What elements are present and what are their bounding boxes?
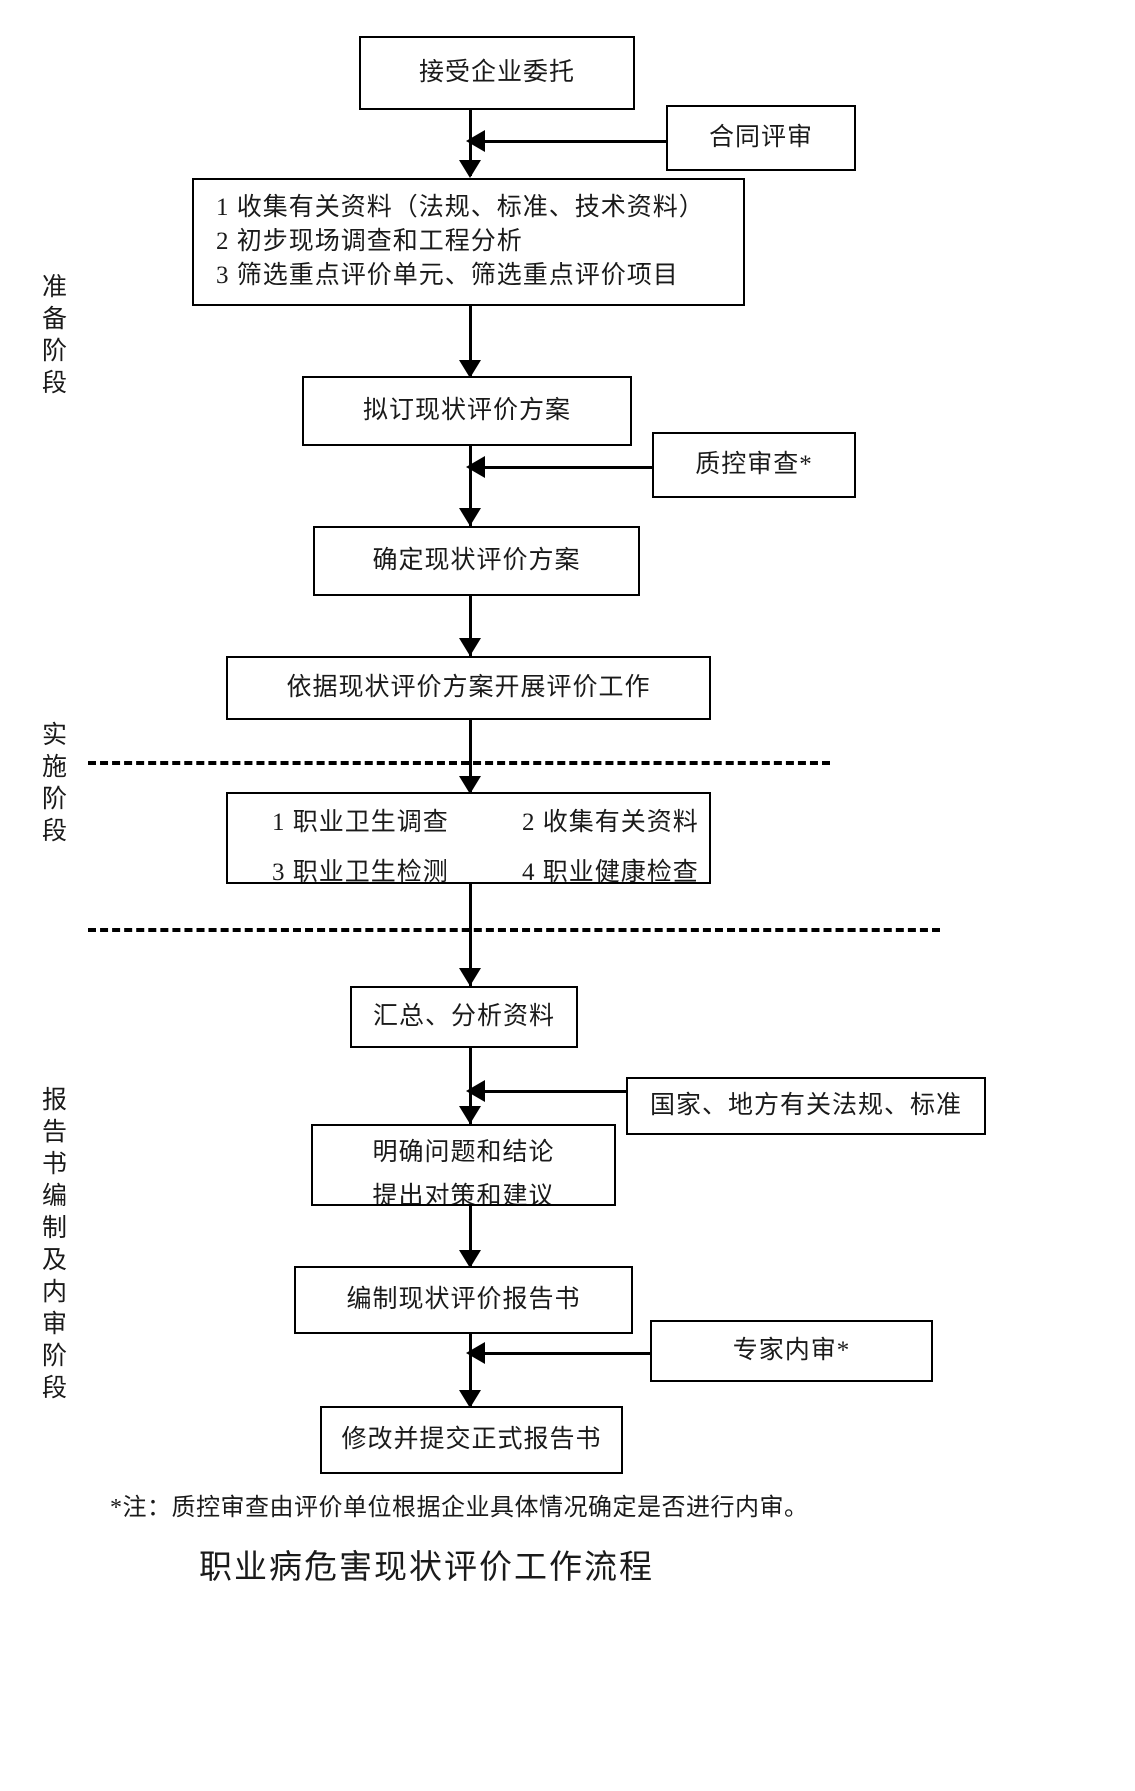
survey-block-row-2: 3 职业卫生检测 4 职业健康检查 [272,856,699,884]
node-draft-plan-label: 拟订现状评价方案 [362,397,571,425]
collect-materials-line-2: 2 初步现场调查和工程分析 [216,228,523,256]
connector-expert-review [471,1352,651,1355]
node-final-report[interactable]: 修改并提交正式报告书 [320,1406,623,1474]
arrow-carryout-to-survey [459,776,481,794]
connector-quality-review [471,466,653,469]
arrow-survey-to-summarize [459,968,481,986]
connector-confirm-to-carryout [469,596,472,656]
node-regulations-standards[interactable]: 国家、地方有关法规、标准 [626,1077,986,1135]
connector-compile-to-final [469,1334,472,1408]
footnote-text: *注：质控审查由评价单位根据企业具体情况确定是否进行内审。 [110,1495,809,1521]
node-confirm-plan[interactable]: 确定现状评价方案 [313,526,640,596]
node-conclusions-line-1: 明确问题和结论 [372,1139,555,1166]
node-contract-review-label: 合同评审 [708,124,813,152]
survey-item-1: 1 职业卫生调查 [272,809,449,836]
node-accept-commission[interactable]: 接受企业委托 [359,36,635,110]
arrow-collect-to-draft [459,360,481,378]
survey-item-3: 3 职业卫生检测 [272,858,449,884]
connector-carryout-to-survey [469,720,472,794]
arrow-contract-review [466,130,485,152]
node-carry-out-evaluation[interactable]: 依据现状评价方案开展评价工作 [226,656,711,720]
arrow-regulations [466,1080,485,1102]
node-compile-report-label: 编制现状评价报告书 [346,1286,581,1314]
stage-label-reporting: 报告书编制及内审阶段 [41,1087,68,1402]
node-summarize-analyze[interactable]: 汇总、分析资料 [350,986,578,1048]
node-carry-out-evaluation-label: 依据现状评价方案开展评价工作 [286,674,651,702]
stage-label-implementation: 实施阶段 [41,722,68,845]
connector-survey-to-summarize [469,884,472,986]
collect-materials-line-3: 3 筛选重点评价单元、筛选重点评价项目 [216,261,679,289]
connector-contract-review [471,140,667,143]
collect-materials-line-1: 1 收集有关资料（法规、标准、技术资料） [216,194,705,222]
node-expert-review[interactable]: 专家内审* [650,1320,933,1382]
node-compile-report[interactable]: 编制现状评价报告书 [294,1266,633,1334]
arrow-conclusions-to-compile [459,1250,481,1268]
node-summarize-analyze-label: 汇总、分析资料 [372,1003,555,1031]
survey-block-row-1: 1 职业卫生调查 2 收集有关资料 [272,806,699,840]
connector-regulations [471,1090,627,1093]
node-draft-plan[interactable]: 拟订现状评价方案 [302,376,632,446]
node-expert-review-label: 专家内审* [732,1337,851,1365]
arrow-expert-review [466,1342,485,1364]
diagram-caption: 职业病危害现状评价工作流程 [199,1550,654,1586]
survey-item-2: 2 收集有关资料 [522,809,699,836]
connector-conclusions-to-compile [469,1206,472,1268]
arrow-compile-to-final [459,1390,481,1408]
stage-label-preparation: 准备阶段 [41,274,68,397]
arrow-summarize-to-conclusions [459,1106,481,1124]
stage-divider-preparation-implementation [88,761,830,765]
arrow-confirm-to-carryout [459,638,481,656]
node-final-report-label: 修改并提交正式报告书 [341,1426,602,1454]
node-regulations-standards-label: 国家、地方有关法规、标准 [649,1092,962,1120]
survey-item-4: 4 职业健康检查 [522,858,699,884]
stage-divider-implementation-reporting [88,928,940,932]
connector-draft-to-confirm [469,446,472,526]
arrow-draft-to-confirm [459,508,481,526]
node-conclusions[interactable]: 明确问题和结论 提出对策和建议 [311,1124,616,1206]
arrow-accept-to-collect [459,160,481,178]
node-conclusions-line-2: 提出对策和建议 [372,1182,555,1206]
node-contract-review[interactable]: 合同评审 [666,105,856,171]
node-quality-review-label: 质控审查* [695,451,813,479]
node-collect-materials[interactable]: 1 收集有关资料（法规、标准、技术资料） 2 初步现场调查和工程分析 3 筛选重… [192,178,745,306]
node-accept-commission-label: 接受企业委托 [418,59,575,87]
node-survey-block[interactable]: 1 职业卫生调查 2 收集有关资料 3 职业卫生检测 4 职业健康检查 [226,792,711,884]
node-confirm-plan-label: 确定现状评价方案 [372,547,581,575]
node-quality-review[interactable]: 质控审查* [652,432,856,498]
connector-collect-to-draft [469,306,472,378]
arrow-quality-review [466,456,485,478]
